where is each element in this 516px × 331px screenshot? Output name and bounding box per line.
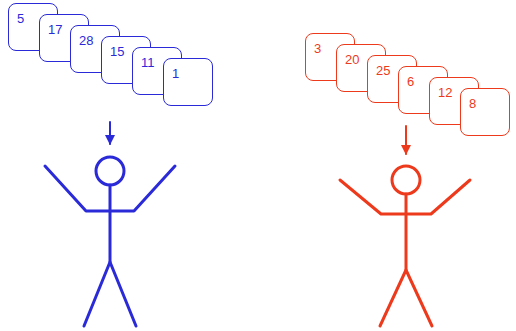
- down-arrow: [109, 122, 111, 144]
- legs: [380, 270, 432, 326]
- card-number: 28: [79, 33, 93, 48]
- card-number: 3: [314, 41, 321, 56]
- card-number: 5: [17, 11, 24, 26]
- card-number: 1: [172, 66, 179, 81]
- body: [109, 185, 112, 262]
- card-number: 8: [469, 96, 476, 111]
- head: [392, 166, 420, 194]
- card-number: 25: [376, 63, 390, 78]
- blue-figure: [45, 122, 175, 326]
- red-figure: [340, 126, 470, 326]
- arms: [45, 166, 175, 211]
- card-number: 6: [407, 74, 414, 89]
- card-number: 15: [110, 44, 124, 59]
- card-number: 11: [141, 55, 155, 70]
- card-number: 17: [48, 22, 62, 37]
- arms: [340, 180, 470, 214]
- card-number: 20: [345, 52, 359, 67]
- body: [405, 194, 408, 270]
- number-card: 8: [460, 88, 510, 136]
- card-number: 12: [438, 85, 452, 100]
- down-arrow: [405, 126, 407, 154]
- number-card: 1: [163, 58, 213, 106]
- head: [96, 157, 124, 185]
- legs: [84, 262, 136, 326]
